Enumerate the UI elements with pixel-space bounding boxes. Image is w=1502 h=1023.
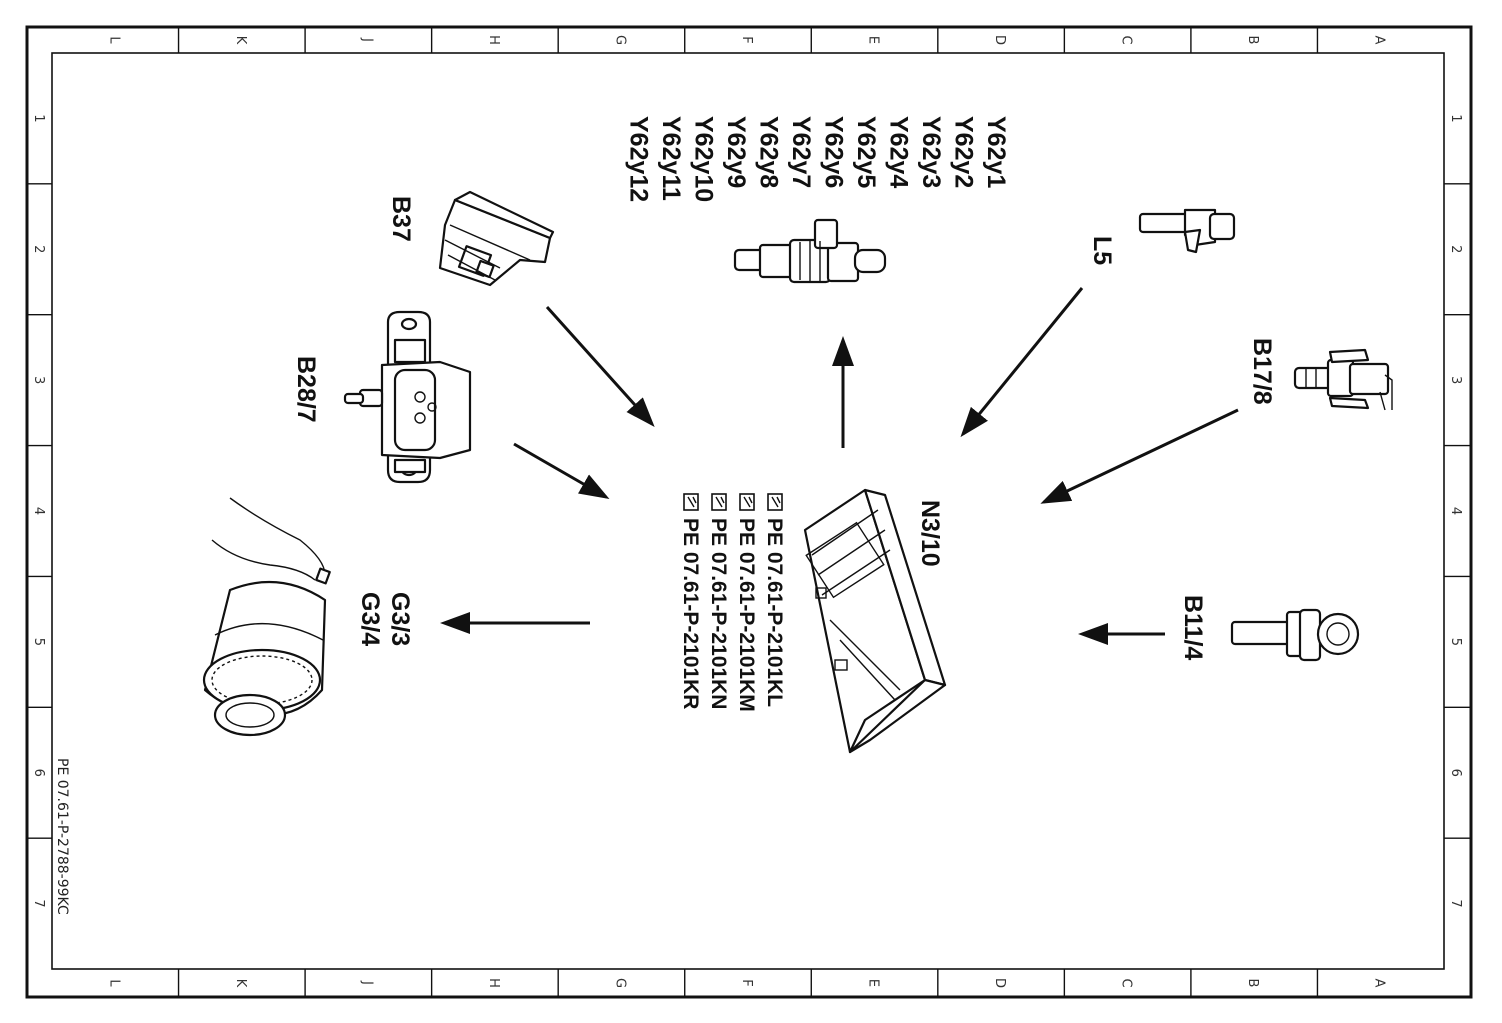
reference-label[interactable]: PE 07.61-P-2101KL bbox=[763, 518, 786, 707]
grid-column-label: A bbox=[1372, 979, 1387, 988]
label-y62-injector: Y62y6 bbox=[820, 116, 848, 188]
grid-column-label: A bbox=[1372, 36, 1387, 45]
label-l5: L5 bbox=[1088, 236, 1116, 265]
grid-row-label: 2 bbox=[1448, 245, 1463, 253]
grid-column-label: C bbox=[1119, 978, 1134, 987]
reference-label[interactable]: PE 07.61-P-2101KN bbox=[707, 518, 730, 709]
label-y62-injector: Y62y10 bbox=[690, 116, 718, 202]
grid-row-label: 7 bbox=[1448, 899, 1463, 907]
label-b37: B37 bbox=[387, 196, 415, 242]
grid-column-label: C bbox=[1119, 35, 1134, 44]
grid-row-label: 4 bbox=[31, 507, 46, 515]
label-g3-4: G3/4 bbox=[356, 592, 384, 646]
grid-row-labels-right: 1 2 3 4 5 6 7 bbox=[1448, 114, 1463, 907]
grid-column-label: J bbox=[359, 37, 374, 42]
b17-8-sensor-drawing bbox=[1293, 348, 1393, 411]
label-b28-7: B28/7 bbox=[292, 356, 320, 423]
document-reference-icon bbox=[711, 493, 727, 511]
drawing-number: PE 07.61-P-2788-99KC bbox=[54, 758, 70, 915]
document-reference-icon bbox=[683, 493, 699, 511]
grid-column-label: B bbox=[1245, 979, 1260, 988]
label-y62-injector: Y62y2 bbox=[950, 116, 978, 188]
grid-row-label: 2 bbox=[31, 245, 46, 253]
arrow-b37-to-n3-10 bbox=[545, 305, 655, 427]
grid-row-label: 7 bbox=[31, 899, 46, 907]
label-y62-injector: Y62y1 bbox=[982, 116, 1010, 188]
y62-injector-drawing bbox=[733, 218, 887, 284]
grid-column-label: G bbox=[612, 35, 627, 45]
label-y62-injector: Y62y12 bbox=[625, 116, 653, 202]
injector-labels: Y62y1Y62y2Y62y3Y62y4Y62y5Y62y6Y62y7Y62y8… bbox=[625, 116, 1011, 202]
grid-column-label: L bbox=[106, 36, 121, 44]
reference-label[interactable]: PE 07.61-P-2101KR bbox=[679, 518, 702, 709]
grid-row-label: 6 bbox=[31, 769, 46, 777]
grid-column-label: K bbox=[233, 979, 248, 988]
grid-column-label: J bbox=[359, 980, 374, 985]
grid-column-label: H bbox=[486, 35, 501, 45]
grid-column-label: E bbox=[866, 36, 881, 44]
label-n3-10: N3/10 bbox=[916, 500, 944, 567]
drawing-frame bbox=[25, 25, 1473, 999]
grid-row-labels-left: 1 2 3 4 5 6 7 bbox=[31, 114, 46, 907]
label-b17-8: B17/8 bbox=[1248, 338, 1276, 405]
grid-row-label: 5 bbox=[31, 638, 46, 646]
label-y62-injector: Y62y5 bbox=[852, 116, 880, 188]
label-y62-injector: Y62y11 bbox=[657, 116, 685, 201]
arrows bbox=[440, 287, 1239, 645]
grid-column-label: F bbox=[739, 979, 754, 986]
b11-4-sensor-drawing bbox=[1230, 608, 1360, 662]
grid-column-label: H bbox=[486, 978, 501, 988]
grid-row-label: 4 bbox=[1448, 507, 1463, 515]
label-y62-injector: Y62y9 bbox=[722, 116, 750, 188]
g3-oxygen-sensor-drawing bbox=[202, 497, 331, 737]
grid-row-label: 5 bbox=[1448, 638, 1463, 646]
arrow-l5-to-n3-10 bbox=[960, 287, 1084, 438]
grid-column-label: G bbox=[612, 978, 627, 988]
grid-column-label: K bbox=[233, 36, 248, 45]
label-g3-3: G3/3 bbox=[386, 592, 414, 646]
grid-row-label: 3 bbox=[31, 376, 46, 384]
grid-row-label: 1 bbox=[1448, 114, 1463, 122]
grid-column-label: B bbox=[1245, 36, 1260, 45]
arrow-b28-7-to-n3-10 bbox=[513, 442, 610, 499]
n3-10-control-unit-drawing bbox=[803, 488, 947, 754]
l5-sensor-drawing bbox=[1138, 208, 1236, 254]
label-y62-injector: Y62y4 bbox=[885, 116, 913, 188]
grid-column-label: D bbox=[992, 35, 1007, 45]
grid-row-label: 3 bbox=[1448, 376, 1463, 384]
b28-7-sensor-drawing bbox=[343, 310, 472, 484]
grid-column-label: D bbox=[992, 978, 1007, 988]
document-reference-icon bbox=[739, 493, 755, 511]
b37-sensor-drawing bbox=[438, 190, 555, 287]
grid-column-label: F bbox=[739, 36, 754, 43]
label-y62-injector: Y62y8 bbox=[755, 116, 783, 188]
document-reference-icon bbox=[767, 493, 783, 511]
grid-row-label: 1 bbox=[31, 114, 46, 122]
grid-column-label: L bbox=[106, 979, 121, 987]
arrow-b17-8-to-n3-10 bbox=[1040, 408, 1239, 504]
reference-label[interactable]: PE 07.61-P-2101KM bbox=[735, 518, 758, 712]
grid-column-label: E bbox=[866, 979, 881, 987]
label-b11-4: B11/4 bbox=[1179, 595, 1207, 660]
label-y62-injector: Y62y7 bbox=[787, 116, 815, 188]
grid-row-label: 6 bbox=[1448, 769, 1463, 777]
label-y62-injector: Y62y3 bbox=[917, 116, 945, 188]
